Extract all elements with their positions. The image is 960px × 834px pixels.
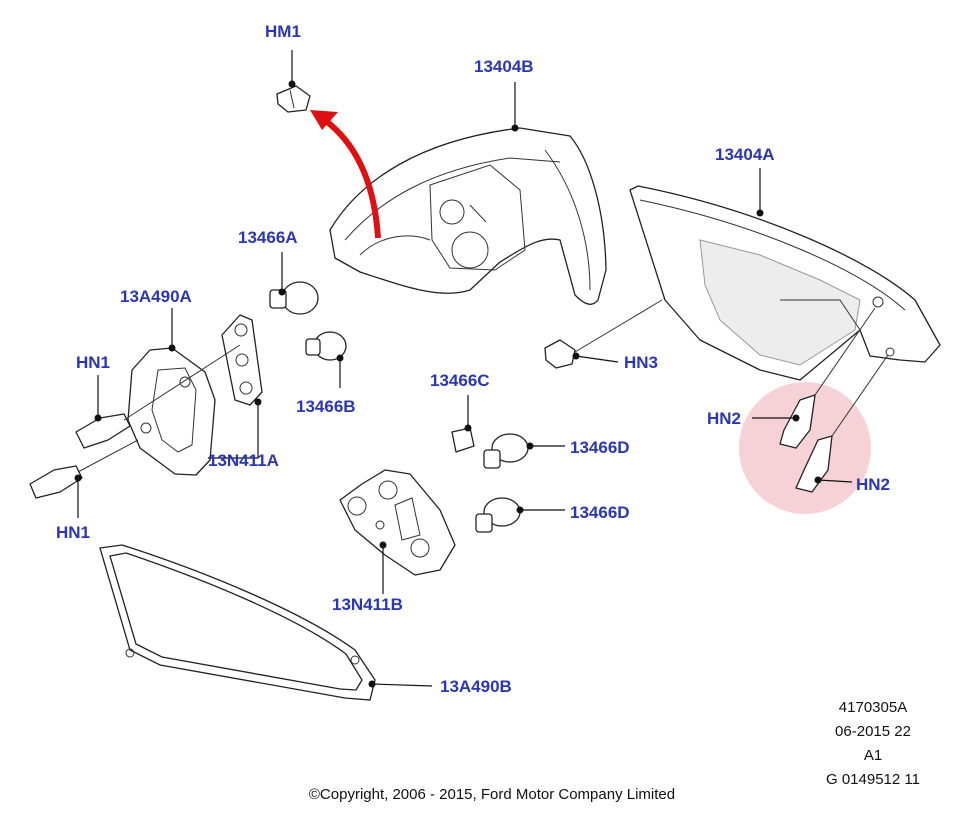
bulb-13466d-lower: [475, 497, 521, 533]
label-hn1-bottom: HN1: [56, 523, 90, 542]
label-13466c: 13466C: [430, 371, 490, 390]
reference-line-1: 4170305A: [839, 699, 907, 716]
copyright-text: ©Copyright, 2006 - 2015, Ford Motor Comp…: [309, 786, 675, 803]
label-hn3: HN3: [624, 353, 658, 372]
label-hn2-right: HN2: [856, 475, 890, 494]
bulb-13466d-upper: [483, 433, 529, 469]
hn1-fastener-lower: [29, 439, 139, 499]
label-13a490b: 13A490B: [440, 677, 512, 696]
bulb-13466a: [269, 281, 319, 315]
red-arrow: [310, 110, 381, 239]
label-13n411a: 13N411A: [208, 451, 279, 470]
label-13n411b: 13N411B: [332, 595, 403, 614]
hn3-clip: [544, 299, 663, 369]
label-hn2-left: HN2: [707, 409, 741, 428]
label-13466b: 13466B: [296, 397, 356, 416]
label-hn1-top: HN1: [76, 353, 110, 372]
reference-line-2: 06-2015 22: [835, 723, 911, 740]
hn2-fastener-lower: [795, 354, 889, 493]
reference-line-3: A1: [864, 747, 882, 764]
socket-plate-13n411b: [339, 469, 456, 576]
label-13404b: 13404B: [474, 57, 534, 76]
socket-plate-13n411a: [221, 314, 263, 406]
hm1-clip: [276, 85, 311, 113]
reference-line-4: G 0149512 11: [826, 771, 920, 788]
label-13466d-bottom: 13466D: [570, 503, 630, 522]
leader-lines: [74, 50, 853, 688]
label-hm1: HM1: [265, 22, 301, 41]
gasket-13a490a: [127, 347, 216, 476]
gasket-13a490b: [99, 544, 376, 701]
hn2-fastener-upper: [779, 307, 876, 449]
bulb-13466b: [305, 331, 347, 361]
label-13466d-top: 13466D: [570, 438, 630, 457]
bulb-13466c: [451, 427, 475, 453]
label-13466a: 13466A: [238, 228, 298, 247]
lamp-housing-13404b: [329, 127, 607, 305]
lamp-housing-13404a: [629, 185, 941, 381]
label-13404a: 13404A: [715, 145, 775, 164]
label-13a490a: 13A490A: [120, 287, 192, 306]
